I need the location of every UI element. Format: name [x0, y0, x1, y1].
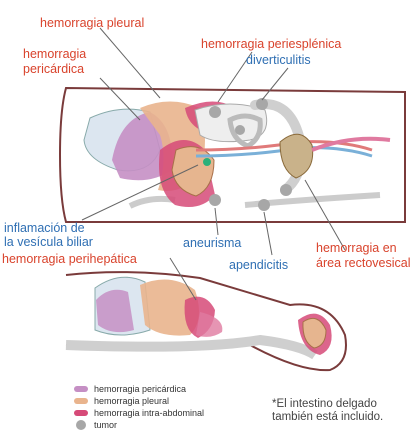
label-hemorragia-periesplenica: hemorragia periesplénica	[201, 38, 341, 51]
legend-label: tumor	[94, 420, 117, 430]
tumor-dot	[258, 199, 270, 211]
lower-body-section	[66, 272, 346, 370]
legend-swatch-tumor	[76, 420, 86, 430]
label-hemorragia-pericardica-line1: hemorragia	[23, 48, 86, 61]
label-inflamacion-vesicula-line2: la vesícula biliar	[4, 236, 93, 249]
legend-swatch-pericardica	[74, 386, 88, 392]
footnote-line1: *El intestino delgado	[272, 398, 383, 411]
label-apendicitis: apendicitis	[229, 259, 288, 272]
tumor-dot	[235, 125, 245, 135]
tumor-dot	[209, 106, 221, 118]
upper-body-section	[60, 88, 405, 222]
tumor-dot	[280, 184, 292, 196]
legend-item-pleural: hemorragia pleural	[74, 396, 169, 406]
legend-item-intra-abdominal: hemorragia intra-abdominal	[74, 408, 204, 418]
label-hemorragia-recto-line2: área rectovesical	[316, 257, 411, 270]
legend-label: hemorragia pericárdica	[94, 384, 186, 394]
legend-swatch-pleural	[74, 398, 88, 404]
label-inflamacion-vesicula-line1: inflamación de	[4, 222, 85, 235]
label-hemorragia-pericardica-line2: pericárdica	[23, 63, 84, 76]
label-hemorragia-pleural: hemorragia pleural	[40, 17, 144, 30]
label-aneurisma: aneurisma	[183, 237, 241, 250]
tumor-dot	[209, 194, 221, 206]
footnote: *El intestino delgado también está inclu…	[272, 398, 383, 424]
legend-item-pericardica: hemorragia pericárdica	[74, 384, 186, 394]
legend-item-tumor: tumor	[74, 420, 117, 430]
gallbladder-dot	[203, 158, 211, 166]
label-hemorragia-recto-line1: hemorragia en	[316, 242, 397, 255]
legend-swatch-intra-abdominal	[74, 410, 88, 416]
label-diverticulitis: diverticulitis	[246, 54, 311, 67]
lower-pericardial	[96, 290, 134, 332]
footnote-line2: también está incluido.	[272, 411, 383, 424]
label-hemorragia-perihepatica: hemorragia perihepática	[2, 253, 137, 266]
legend-label: hemorragia pleural	[94, 396, 169, 406]
legend-label: hemorragia intra-abdominal	[94, 408, 204, 418]
